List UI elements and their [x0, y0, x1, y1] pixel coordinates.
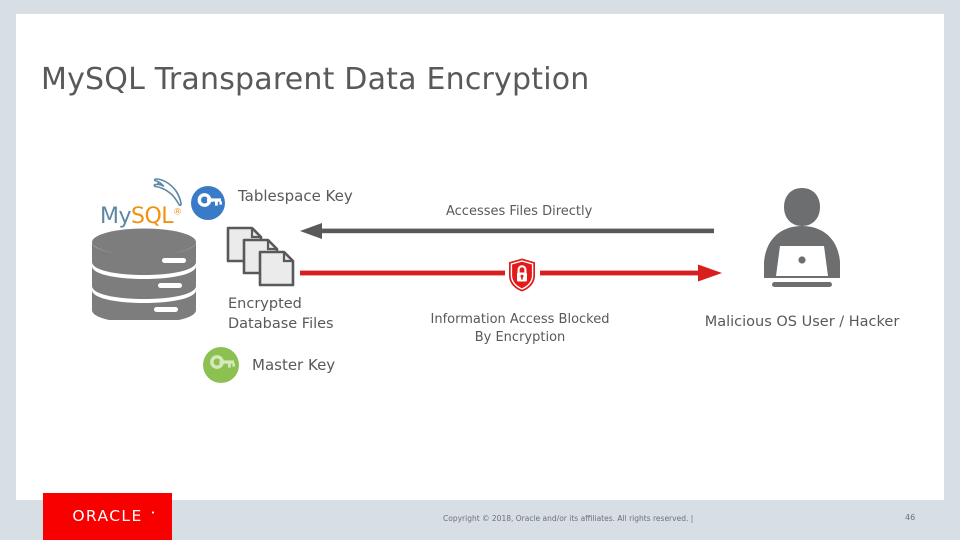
svg-text:ORACLE: ORACLE — [72, 507, 142, 525]
blocked-access-label-line-2: By Encryption — [474, 330, 566, 345]
accesses-files-label: Accesses Files Directly — [446, 204, 593, 219]
hacker-label: Malicious OS User / Hacker — [704, 314, 900, 330]
tablespace-key-icon — [191, 186, 225, 220]
tablespace-key-label: Tablespace Key — [238, 187, 353, 205]
mysql-wordmark-my: My — [100, 204, 132, 229]
accesses-files-arrow-left-icon — [300, 223, 714, 239]
person-with-laptop-icon — [764, 188, 840, 287]
database-cylinder-icon — [92, 228, 196, 320]
blocked-access-label-line-1: Information Access Blocked — [430, 312, 610, 327]
encrypted-files-label: Encrypted Database Files — [228, 296, 334, 332]
key-icon — [197, 193, 222, 207]
blocked-access-arrow-right-icon — [300, 264, 722, 282]
stacked-files-icon — [226, 226, 295, 287]
mysql-wordmark-trademark: ® — [173, 207, 182, 218]
oracle-logo: ORACLE — [43, 493, 172, 540]
master-key-icon — [203, 347, 239, 383]
page-number: 46 — [905, 513, 916, 522]
mysql-wordmark-sql: SQL — [131, 204, 174, 229]
master-key-label: Master Key — [252, 356, 336, 374]
oracle-wordmark: ORACLE — [72, 507, 155, 525]
mysql-logo: MySQL® — [100, 178, 200, 232]
mysql-wordmark: MySQL® — [100, 204, 182, 229]
key-icon — [210, 355, 235, 369]
copyright-text: Copyright © 2018, Oracle and/or its affi… — [443, 514, 694, 523]
shield-lock-icon — [509, 258, 535, 292]
page-title: MySQL Transparent Data Encryption — [41, 62, 590, 97]
dolphin-icon — [153, 178, 182, 207]
blocked-access-label: Information Access Blocked By Encryption — [408, 311, 632, 347]
